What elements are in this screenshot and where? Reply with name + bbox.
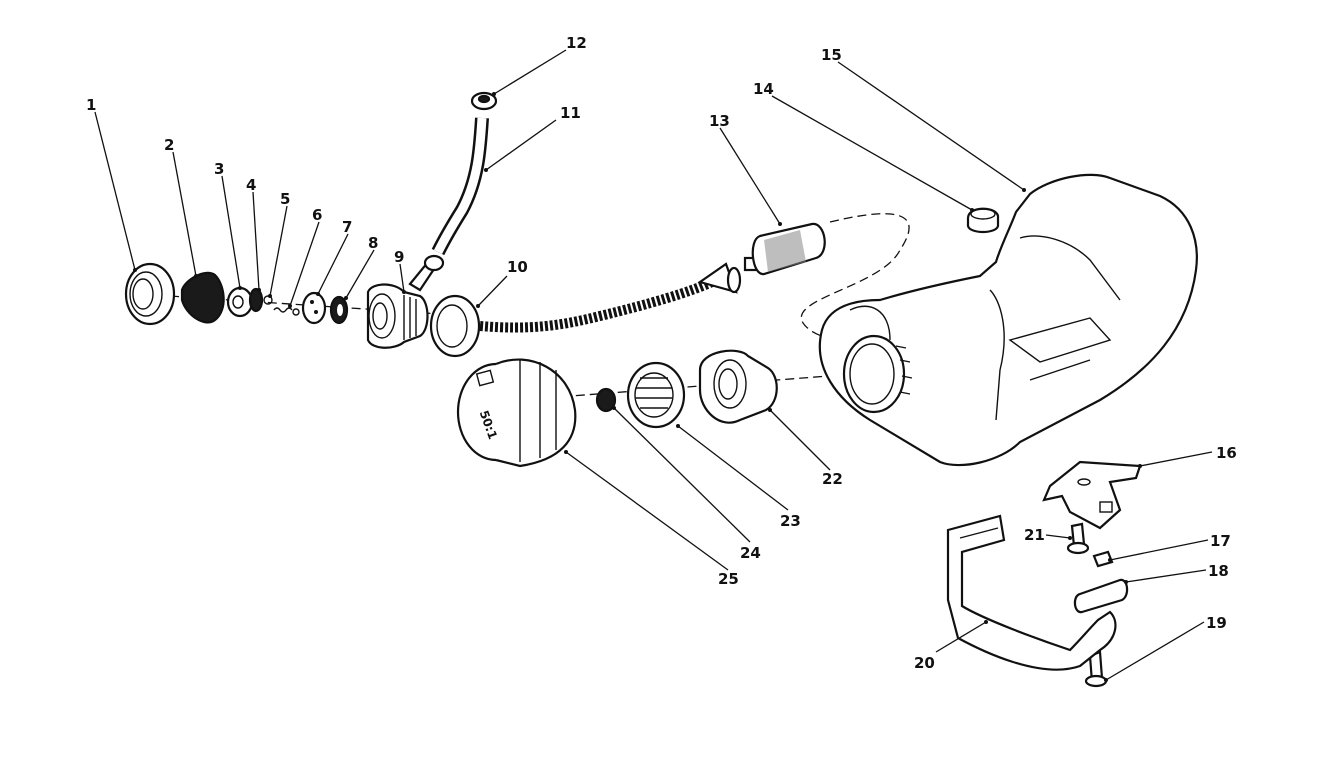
callout-21: 21 bbox=[1024, 526, 1045, 544]
leader-lines bbox=[94, 49, 1213, 682]
part-8-o-ring bbox=[329, 295, 349, 325]
callout-4: 4 bbox=[246, 176, 256, 194]
callout-19: 19 bbox=[1206, 614, 1227, 632]
callout-25: 25 bbox=[718, 570, 739, 588]
part-6-spring bbox=[273, 307, 300, 316]
part-10-grommet-and-fuel-line bbox=[429, 262, 742, 358]
part-22-filler-neck bbox=[698, 349, 778, 424]
callout-14: 14 bbox=[753, 80, 774, 98]
callout-24: 24 bbox=[740, 544, 761, 562]
callout-8: 8 bbox=[368, 234, 378, 252]
callout-15: 15 bbox=[821, 46, 842, 64]
part-23-strainer bbox=[626, 361, 686, 429]
callout-11: 11 bbox=[560, 104, 581, 122]
callout-2: 2 bbox=[164, 136, 174, 154]
callout-1: 1 bbox=[86, 96, 96, 114]
callout-10: 10 bbox=[507, 258, 528, 276]
part-7-valve-plate bbox=[301, 291, 327, 325]
part-17-nut bbox=[1092, 550, 1114, 568]
part-20-tank-strap bbox=[946, 514, 1117, 671]
part-24-cap-plug bbox=[595, 387, 617, 413]
part-3-filter-cap bbox=[226, 286, 254, 318]
callout-5: 5 bbox=[280, 190, 290, 208]
callout-17: 17 bbox=[1210, 532, 1231, 550]
callout-22: 22 bbox=[822, 470, 843, 488]
part-13-fuel-filter bbox=[743, 222, 826, 276]
part-2-filter-element bbox=[180, 271, 225, 324]
callout-labels: 1 2 3 4 5 6 7 8 9 10 11 12 13 14 15 16 1… bbox=[86, 34, 1237, 672]
part-25-fuel-cap: 50:1 bbox=[456, 358, 577, 468]
part-16-mounting-bracket bbox=[1042, 460, 1142, 530]
part-19-screw bbox=[1084, 650, 1108, 688]
part-12-vent-cap bbox=[470, 91, 498, 111]
part-18-spacer bbox=[1073, 578, 1129, 614]
part-21-screw bbox=[1066, 522, 1090, 555]
callout-12: 12 bbox=[566, 34, 587, 52]
part-4-seal bbox=[248, 287, 264, 313]
callout-23: 23 bbox=[780, 512, 801, 530]
callout-16: 16 bbox=[1216, 444, 1237, 462]
callout-3: 3 bbox=[214, 160, 224, 178]
part-9-tank-fitting bbox=[366, 260, 438, 349]
callout-9: 9 bbox=[394, 248, 404, 266]
callout-6: 6 bbox=[312, 206, 322, 224]
part-14-rubber-plug bbox=[966, 207, 1000, 234]
part-11-vent-hose bbox=[423, 117, 489, 272]
part-15-fuel-tank bbox=[818, 173, 1198, 467]
callout-7: 7 bbox=[342, 218, 352, 236]
callout-18: 18 bbox=[1208, 562, 1229, 580]
callout-13: 13 bbox=[709, 112, 730, 130]
part-1-grommet-ring bbox=[124, 262, 176, 326]
callout-20: 20 bbox=[914, 654, 935, 672]
